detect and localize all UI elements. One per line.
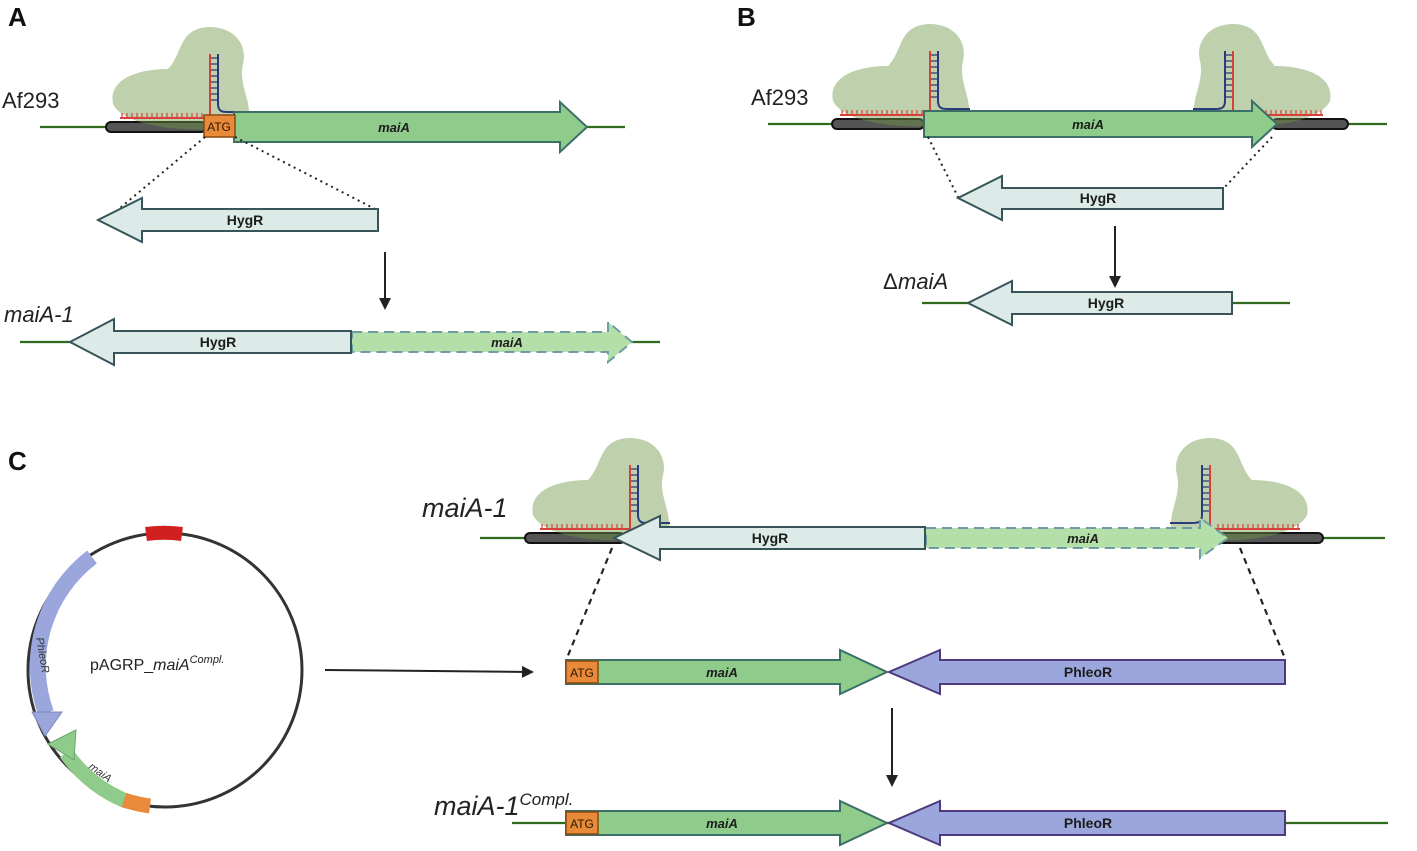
plasmid-phleor-arrowhead — [31, 711, 63, 737]
result-phleor — [886, 799, 1286, 847]
panel-b-strain-label: Af293 — [751, 85, 809, 110]
gene-arrow-maia — [923, 98, 1279, 150]
panel-c-strain-label: maiA-1 — [422, 493, 508, 523]
gene-label: maiA — [1072, 117, 1104, 132]
panel-b-result-strain: maiA — [898, 269, 948, 294]
panel-a-strain-label: Af293 — [2, 88, 60, 113]
insert-phleor-label: PhleoR — [1064, 664, 1112, 680]
result-atg-label: ATG — [570, 817, 594, 831]
atg-label: ATG — [207, 120, 231, 134]
cas9-complex-icon-right — [1169, 436, 1309, 542]
disrupted-gene-label: maiA — [491, 335, 523, 350]
disrupted-gene-maia — [351, 319, 634, 365]
delta-symbol: Δ — [883, 269, 898, 294]
panel-b: B Af293 maiA HygR Δ maiA HygR — [737, 2, 1387, 327]
result-phleor-label: PhleoR — [1064, 815, 1112, 831]
insert-atg-label: ATG — [570, 666, 594, 680]
hygr-label: HygR — [752, 530, 789, 546]
result-strain-name: maiA-1 — [434, 791, 520, 821]
plasmid-name-prefix: pAGRP_ — [90, 657, 154, 674]
insert-atg-box — [565, 660, 599, 684]
disrupted-gene-maia — [925, 516, 1230, 560]
panel-a: A Af293 maiA ATG HygR maiA-1 maiA HygR — [2, 2, 660, 367]
disrupted-gene-label: maiA — [1067, 531, 1099, 546]
panel-c-result-strain: maiA-1Compl. — [434, 790, 573, 821]
result-gene-maia — [565, 799, 890, 847]
panel-a-letter: A — [8, 2, 27, 32]
hygr-inserted-label: HygR — [200, 334, 237, 350]
plasmid-maia-arc — [59, 748, 130, 808]
result-strain-sup: Compl. — [520, 790, 574, 809]
plasmid-name-gene: maiA — [153, 657, 189, 674]
homology-dots — [119, 136, 378, 211]
panel-a-result-strain: maiA-1 — [4, 302, 74, 327]
plasmid-icon: PhleoR maiA pAGRP_maiACompl. — [26, 525, 304, 814]
transformation-arrow — [324, 665, 534, 678]
homology-dots — [927, 136, 1273, 198]
hygr-cassette — [955, 174, 1224, 222]
panel-b-letter: B — [737, 2, 756, 32]
hygr-label: HygR — [227, 212, 264, 228]
result-gene-label: maiA — [706, 816, 738, 831]
insert-gene-label: maiA — [706, 665, 738, 680]
plasmid-origin — [145, 525, 183, 541]
hygr-cassette-inserted — [67, 317, 352, 367]
hygr-cassette-result — [965, 279, 1233, 327]
plasmid-name-sup: Compl. — [190, 654, 225, 666]
result-atg-box — [565, 811, 599, 835]
insert-gene-maia — [565, 648, 890, 696]
atg-box — [203, 114, 236, 138]
hygr-label: HygR — [1080, 190, 1117, 206]
plasmid-name: pAGRP_maiACompl. — [90, 654, 224, 674]
hygr-cassette — [95, 196, 379, 244]
plasmid-maia-arrowhead — [46, 729, 77, 761]
hygr-cassette — [611, 514, 926, 562]
hygr-result-label: HygR — [1088, 295, 1125, 311]
gene-label: maiA — [378, 120, 410, 135]
panel-c: C PhleoR maiA pAGRP_maiACompl. maiA-1 ma… — [8, 436, 1388, 847]
gene-arrow-maia — [233, 99, 589, 155]
cas9-complex-icon — [111, 25, 251, 131]
insert-phleor — [886, 648, 1286, 696]
panel-c-letter: C — [8, 446, 27, 476]
plasmid-phleor-arc — [29, 550, 97, 716]
homology-dashes — [565, 547, 1286, 659]
plasmid-atg-block — [121, 792, 152, 814]
